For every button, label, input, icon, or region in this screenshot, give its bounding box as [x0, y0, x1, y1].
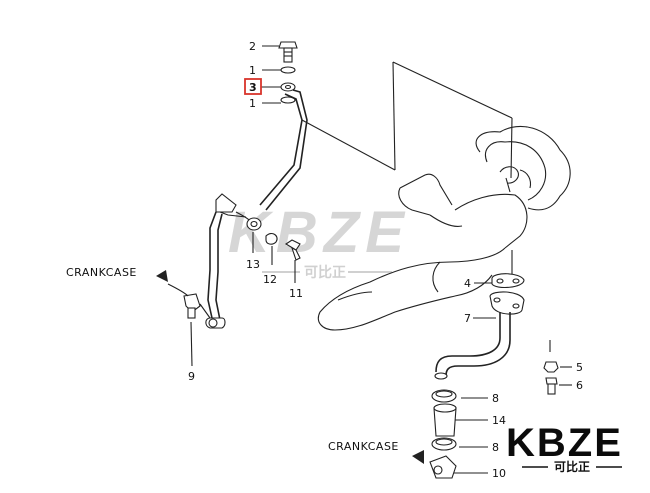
crankcase-label-top: CRANKCASE — [66, 266, 137, 279]
label-4: 4 — [464, 277, 471, 290]
logo-sub: 可比正 — [554, 459, 590, 474]
oil-return-parts — [434, 273, 559, 395]
label-14: 14 — [492, 414, 506, 427]
clip-bolt-parts — [246, 217, 301, 261]
label-8-bottom: 8 — [492, 441, 499, 454]
label-2: 2 — [249, 40, 256, 53]
label-11: 11 — [289, 287, 303, 300]
part-labels: 2 1 3 1 13 12 11 9 4 7 5 6 8 14 8 10 — [188, 40, 583, 480]
label-7: 7 — [464, 312, 471, 325]
label-8-top: 8 — [492, 392, 499, 405]
leader-lines — [190, 45, 572, 474]
label-1-top: 1 — [249, 64, 256, 77]
label-5: 5 — [576, 361, 583, 374]
watermark-brand: KBZE — [228, 200, 410, 265]
watermark-sub: 可比正 — [304, 264, 346, 281]
oil-feed-pipe — [205, 89, 308, 329]
turbocharger-body — [317, 125, 571, 331]
watermark: KBZE 可比正 — [228, 200, 410, 281]
hose-clamp-parts — [412, 389, 457, 479]
fitting-9 — [156, 270, 211, 319]
label-10: 10 — [492, 467, 506, 480]
label-13: 13 — [246, 258, 260, 271]
label-3: 3 — [249, 81, 257, 94]
banjo-bolt-stack — [278, 41, 298, 104]
kbze-logo: KBZE 可比正 — [506, 421, 623, 474]
logo-brand: KBZE — [506, 421, 623, 465]
label-1-bottom: 1 — [249, 97, 256, 110]
highlight-box-part-3 — [244, 78, 262, 95]
crankcase-label-bottom: CRANKCASE — [328, 440, 399, 453]
label-12: 12 — [263, 273, 277, 286]
label-6: 6 — [576, 379, 583, 392]
label-9: 9 — [188, 370, 195, 383]
